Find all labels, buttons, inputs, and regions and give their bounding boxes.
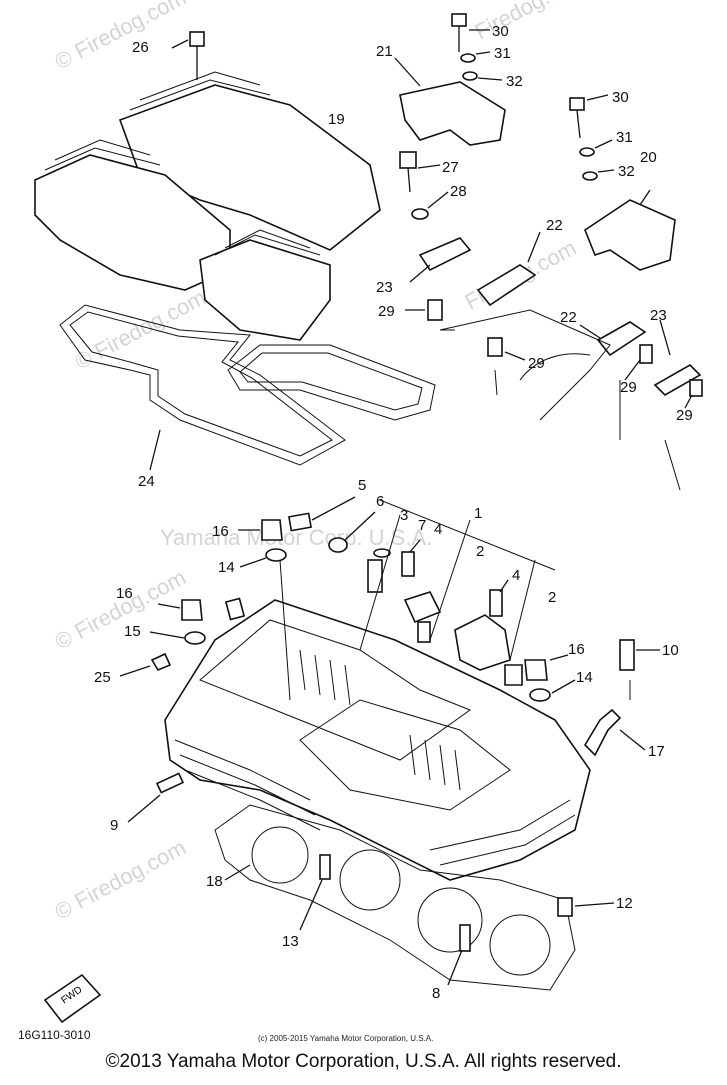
- callout-31b: 31: [616, 129, 633, 146]
- watermark-3: © Firedog.com: [51, 834, 190, 924]
- callout-20: 20: [640, 149, 657, 166]
- callout-16b: 16: [116, 585, 133, 602]
- watermark-4: © Firedog.com: [51, 564, 190, 654]
- callout-14: 14: [218, 559, 235, 576]
- cylinder-head-assembly: FWD: [43, 496, 660, 1024]
- callout-30: 30: [492, 23, 509, 40]
- callout-8: 8: [432, 985, 440, 1002]
- callout-18: 18: [206, 873, 223, 890]
- callout-6: 6: [376, 493, 384, 510]
- callout-4b: 4: [512, 567, 520, 584]
- callout-5: 5: [358, 477, 366, 494]
- callout-2: 2: [476, 543, 484, 560]
- callout-32b: 32: [618, 163, 635, 180]
- watermark-1: © Firedog.com: [51, 0, 190, 74]
- callout-2b: 2: [548, 589, 556, 606]
- callout-19: 19: [328, 111, 345, 128]
- callout-31: 31: [494, 45, 511, 62]
- callouts: 26 30 31 32 21 19 30 31 32 20 27 28 22 2…: [94, 23, 693, 1002]
- watermark-5: Firedog.com: [471, 0, 591, 44]
- callout-3: 3: [400, 507, 408, 524]
- callout-4: 4: [434, 521, 442, 538]
- bracket-assembly: [394, 13, 703, 491]
- callout-13: 13: [282, 933, 299, 950]
- callout-12: 12: [616, 895, 633, 912]
- head-cover-assembly: [34, 31, 436, 471]
- callout-29b: 29: [528, 355, 545, 372]
- callout-25: 25: [94, 669, 111, 686]
- callout-7: 7: [418, 517, 426, 534]
- callout-30b: 30: [612, 89, 629, 106]
- callout-26: 26: [132, 39, 149, 56]
- callout-29: 29: [378, 303, 395, 320]
- callout-9: 9: [110, 817, 118, 834]
- callout-1: 1: [474, 505, 482, 522]
- callout-22: 22: [546, 217, 563, 234]
- callout-28: 28: [450, 183, 467, 200]
- callout-24: 24: [138, 473, 155, 490]
- watermark-2: © Firedog.com: [71, 284, 210, 374]
- callout-29d: 29: [676, 407, 693, 424]
- callout-17: 17: [648, 743, 665, 760]
- footer-copyright: ©2013 Yamaha Motor Corporation, U.S.A. A…: [105, 1051, 622, 1072]
- callout-32: 32: [506, 73, 523, 90]
- callout-23b: 23: [650, 307, 667, 324]
- callout-16c: 16: [568, 641, 585, 658]
- diagram-code: 16G110-3010: [18, 1028, 91, 1042]
- callout-21: 21: [376, 43, 393, 60]
- callout-15: 15: [124, 623, 141, 640]
- forward-arrow-icon: FWD: [43, 973, 102, 1024]
- callout-23: 23: [376, 279, 393, 296]
- callout-22b: 22: [560, 309, 577, 326]
- callout-16: 16: [212, 523, 229, 540]
- callout-29c: 29: [620, 379, 637, 396]
- inner-copyright: (c) 2005-2015 Yamaha Motor Corporation, …: [258, 1034, 434, 1043]
- callout-14b: 14: [576, 669, 593, 686]
- callout-10: 10: [662, 642, 679, 659]
- callout-27: 27: [442, 159, 459, 176]
